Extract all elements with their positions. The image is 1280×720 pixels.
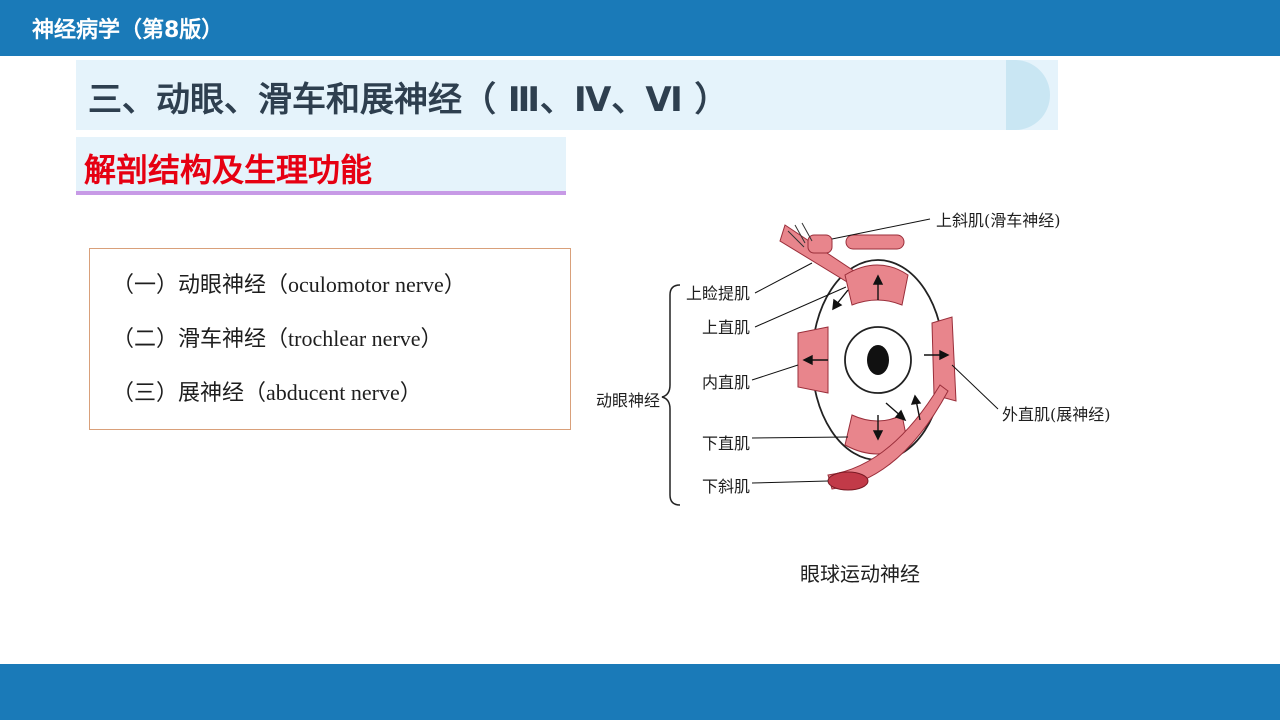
label-inferior-rectus: 下直肌 xyxy=(702,434,751,453)
list-item-cn: （二）滑车神经 xyxy=(112,327,267,352)
section-title: 三、动眼、滑车和展神经（ Ⅲ、Ⅳ、Ⅵ ） xyxy=(88,80,729,120)
header-bar: 神经病学（第8版） xyxy=(0,0,1280,56)
label-superior-oblique: 上斜肌(滑车神经) xyxy=(936,211,1061,230)
action-arrows xyxy=(802,274,950,441)
superior-oblique-muscle xyxy=(845,234,905,250)
pupil xyxy=(867,345,889,375)
list-item-en: （oculomotor nerve） xyxy=(266,272,466,297)
course-title: 神经病学（第8版） xyxy=(32,18,224,43)
label-superior-rectus: 上直肌 xyxy=(702,318,751,337)
list-item: （三）展神经（abducent nerve） xyxy=(112,375,422,407)
list-item: （二）滑车神经（trochlear nerve） xyxy=(112,321,443,353)
label-levator: 上睑提肌 xyxy=(686,284,751,303)
label-oculomotor-group: 动眼神经 xyxy=(596,391,661,410)
list-item-en: （trochlear nerve） xyxy=(266,326,443,351)
list-item-cn: （一）动眼神经 xyxy=(112,273,267,298)
figure-caption: 眼球运动神经 xyxy=(800,562,920,586)
list-item-en: （abducent nerve） xyxy=(244,380,422,405)
eye-diagram-svg xyxy=(661,218,999,506)
list-item: （一）动眼神经（oculomotor nerve） xyxy=(112,267,466,299)
trochlea xyxy=(807,234,833,254)
superior-rectus xyxy=(844,264,909,306)
nerve-fibers xyxy=(787,222,813,248)
leader-lines xyxy=(751,218,999,484)
banner-decoration xyxy=(1006,60,1050,130)
group-bracket xyxy=(661,284,681,506)
nerve-list: （一）动眼神经（oculomotor nerve） （二）滑车神经（trochl… xyxy=(89,248,571,430)
inferior-oblique-origin xyxy=(827,471,869,491)
label-inferior-oblique: 下斜肌 xyxy=(702,477,751,496)
subtitle-banner: 解剖结构及生理功能 xyxy=(76,137,566,195)
lateral-rectus xyxy=(931,316,957,402)
label-lateral-rectus: 外直肌(展神经) xyxy=(1002,405,1111,424)
subtitle: 解剖结构及生理功能 xyxy=(84,151,373,189)
footer-bar xyxy=(0,664,1280,720)
eye-muscle-diagram: 上斜肌(滑车神经) 上睑提肌 上直肌 内直肌 动眼神经 下直肌 下斜肌 外直肌(… xyxy=(590,205,1130,515)
label-medial-rectus: 内直肌 xyxy=(702,373,751,392)
list-item-cn: （三）展神经 xyxy=(112,381,245,406)
section-title-banner: 三、动眼、滑车和展神经（ Ⅲ、Ⅳ、Ⅵ ） xyxy=(76,60,1058,130)
